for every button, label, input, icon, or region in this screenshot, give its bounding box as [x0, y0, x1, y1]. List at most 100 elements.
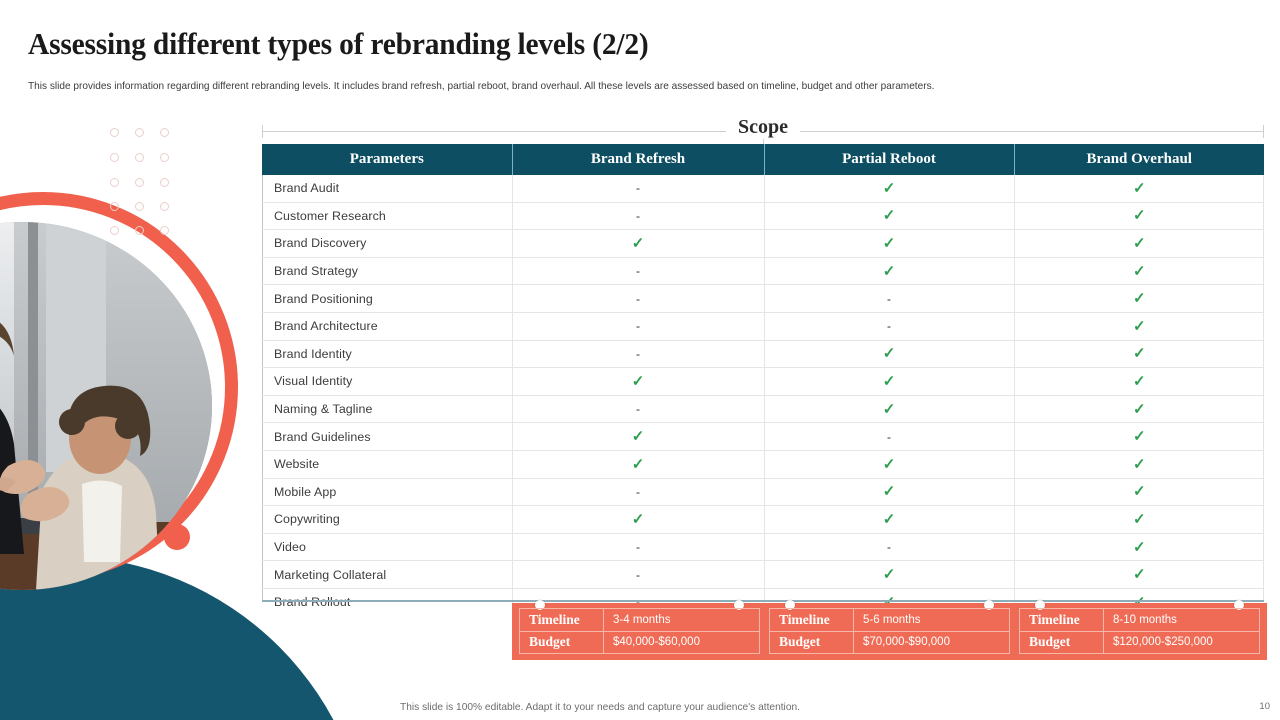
cell-brand-overhaul: ✓: [1014, 340, 1264, 369]
check-icon: ✓: [1132, 428, 1146, 446]
cell-brand-overhaul: ✓: [1014, 533, 1264, 562]
cell-parameter: Brand Strategy: [262, 257, 513, 286]
timeline-label: Timeline: [520, 609, 604, 631]
summary-card-brand-overhaul[interactable]: Timeline 8-10 months Budget $120,000-$25…: [1012, 600, 1267, 660]
cell-partial-reboot: ✓: [764, 560, 1015, 589]
check-icon: ✓: [1132, 179, 1146, 197]
cell-brand-refresh: ✓: [512, 367, 765, 396]
check-icon: ✓: [1132, 538, 1146, 556]
cell-partial-reboot: ✓: [764, 202, 1015, 231]
card-row-budget: Budget $120,000-$250,000: [1020, 631, 1259, 653]
cell-brand-refresh: -: [512, 340, 765, 369]
cell-parameter: Brand Positioning: [262, 284, 513, 313]
cell-brand-overhaul: ✓: [1014, 229, 1264, 258]
table-row: Marketing Collateral-✓✓: [262, 560, 1264, 589]
cell-parameter: Video: [262, 533, 513, 562]
table-row: Naming & Tagline-✓✓: [262, 395, 1264, 424]
scope-bracket: Scope: [262, 116, 1264, 158]
cell-partial-reboot: ✓: [764, 367, 1015, 396]
table-row: Brand Architecture--✓: [262, 312, 1264, 341]
cell-brand-refresh: -: [512, 284, 765, 313]
check-icon: ✓: [882, 207, 896, 225]
card-row-timeline: Timeline 5-6 months: [770, 609, 1009, 632]
cell-parameter: Mobile App: [262, 478, 513, 507]
check-icon: ✓: [1132, 345, 1146, 363]
table-body: Brand Audit-✓✓Customer Research-✓✓Brand …: [262, 175, 1264, 616]
column-header-partial-reboot[interactable]: Partial Reboot: [764, 144, 1015, 175]
cell-parameter: Copywriting: [262, 505, 513, 534]
card-row-timeline: Timeline 3-4 months: [520, 609, 759, 632]
scope-tick-right: [1263, 125, 1264, 138]
scope-line-left: [262, 131, 728, 132]
timeline-value: 3-4 months: [613, 613, 671, 626]
cell-parameter: Brand Audit: [262, 175, 513, 203]
check-icon: ✓: [631, 510, 645, 528]
card-knob-right: [734, 600, 744, 610]
cell-partial-reboot: ✓: [764, 175, 1015, 203]
check-icon: ✓: [1132, 566, 1146, 584]
budget-label: Budget: [520, 631, 604, 653]
check-icon: ✓: [1132, 455, 1146, 473]
cell-brand-refresh: -: [512, 312, 765, 341]
budget-value: $70,000-$90,000: [863, 636, 950, 649]
dash-icon: -: [636, 540, 640, 555]
table-row: Brand Positioning--✓: [262, 284, 1264, 313]
check-icon: ✓: [882, 372, 896, 390]
card-knob-left: [1035, 600, 1045, 610]
card-row-budget: Budget $40,000-$60,000: [520, 631, 759, 653]
dash-icon: -: [887, 540, 891, 555]
dash-icon: -: [887, 291, 891, 306]
cell-partial-reboot: ✓: [764, 478, 1015, 507]
check-icon: ✓: [631, 372, 645, 390]
table-row: Brand Strategy-✓✓: [262, 257, 1264, 286]
budget-label: Budget: [770, 631, 854, 653]
table-row: Video - - ✓: [262, 533, 1264, 562]
column-header-brand-overhaul[interactable]: Brand Overhaul: [1014, 144, 1264, 175]
dash-icon: -: [636, 595, 640, 609]
check-icon: ✓: [631, 455, 645, 473]
summary-card-partial-reboot[interactable]: Timeline 5-6 months Budget $70,000-$90,0…: [762, 600, 1017, 660]
cell-partial-reboot: -: [764, 284, 1015, 313]
dash-icon: -: [636, 181, 640, 196]
budget-value: $40,000-$60,000: [613, 636, 700, 649]
summary-card-brand-refresh[interactable]: Timeline 3-4 months Budget $40,000-$60,0…: [512, 600, 767, 660]
card-knob-left: [785, 600, 795, 610]
photo-illustration: [0, 222, 212, 590]
coral-ring-shape: [0, 192, 238, 582]
check-icon: ✓: [882, 179, 896, 197]
card-knob-right: [984, 600, 994, 610]
table-row: Brand Guidelines✓-✓: [262, 422, 1264, 451]
check-icon: ✓: [882, 234, 896, 252]
dash-icon: -: [636, 319, 640, 334]
cell-partial-reboot: ✓: [764, 505, 1015, 534]
cell-brand-refresh: ✓: [512, 505, 765, 534]
coral-accent-dot: [164, 524, 190, 550]
page-number: 10: [1259, 701, 1270, 712]
cell-brand-overhaul: ✓: [1014, 175, 1264, 203]
card-row-budget: Budget $70,000-$90,000: [770, 631, 1009, 653]
cell-brand-refresh: ✓: [512, 229, 765, 258]
cell-parameter: Brand Architecture: [262, 312, 513, 341]
dash-icon: -: [636, 291, 640, 306]
page-title: Assessing different types of rebranding …: [28, 26, 649, 61]
dash-icon: -: [887, 429, 891, 444]
check-icon: ✓: [882, 510, 896, 528]
cell-brand-refresh: -: [512, 395, 765, 424]
check-icon: ✓: [882, 345, 896, 363]
table-row: Brand Identity- ✓ ✓: [262, 340, 1264, 369]
check-icon: ✓: [882, 455, 896, 473]
timeline-value: 8-10 months: [1113, 613, 1177, 626]
cell-parameter: Brand Discovery: [262, 229, 513, 258]
column-header-parameters[interactable]: Parameters: [262, 144, 513, 175]
table-row: Brand Discovery✓✓✓: [262, 229, 1264, 258]
dot-grid-decoration: [110, 128, 174, 236]
cell-brand-overhaul: ✓: [1014, 312, 1264, 341]
table-row: Copywriting ✓ ✓ ✓: [262, 505, 1264, 534]
cell-parameter: Brand Identity: [262, 340, 513, 369]
column-header-brand-refresh[interactable]: Brand Refresh: [512, 144, 765, 175]
check-icon: ✓: [1132, 262, 1146, 280]
check-icon: ✓: [1132, 510, 1146, 528]
cell-partial-reboot: -: [764, 312, 1015, 341]
scope-tick-left: [262, 125, 263, 138]
scope-line-right: [798, 131, 1264, 132]
